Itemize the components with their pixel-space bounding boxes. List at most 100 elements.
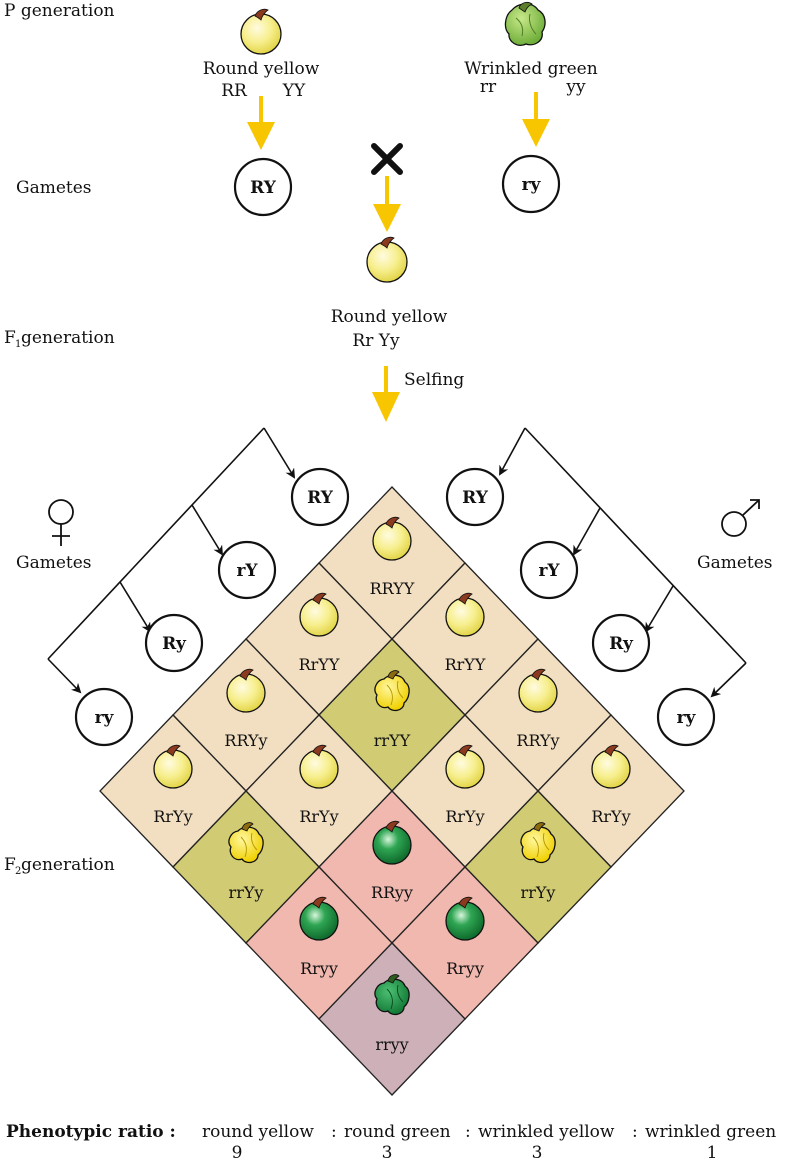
svg-text:ry: ry bbox=[95, 708, 115, 728]
punnett-cell-genotype: Rryy bbox=[300, 959, 338, 978]
svg-text:F: F bbox=[4, 328, 16, 348]
female-gamete-1: rY bbox=[217, 540, 277, 600]
svg-text:RY: RY bbox=[250, 178, 277, 198]
p-gamete-ry-dominant: RY bbox=[233, 157, 293, 217]
female-gametes-label: Gametes bbox=[16, 553, 92, 573]
male-symbol-icon bbox=[721, 499, 760, 537]
female-gamete-3: ry bbox=[74, 687, 134, 747]
punnett-cell-genotype: RRYY bbox=[370, 579, 415, 598]
female-gamete-0: RY bbox=[290, 467, 350, 527]
f1-generation-label: F 1 generation bbox=[4, 328, 115, 350]
arrow-right-parent-to-gamete bbox=[522, 92, 550, 147]
male-gamete-3: ry bbox=[656, 687, 716, 747]
parent-left-genotype-r: RR bbox=[221, 81, 248, 101]
round-yellow-seed-icon bbox=[299, 592, 339, 637]
ratio-wrinkled-green: wrinkled green bbox=[645, 1122, 776, 1142]
round-yellow-seed-icon bbox=[372, 516, 412, 561]
round-yellow-seed-icon bbox=[518, 668, 558, 713]
svg-text:Ry: Ry bbox=[162, 634, 187, 654]
svg-text:rY: rY bbox=[236, 561, 258, 581]
svg-text:Ry: Ry bbox=[609, 634, 634, 654]
svg-text:1: 1 bbox=[15, 339, 21, 350]
arrow-selfing bbox=[372, 366, 400, 422]
parent-left-phenotype: Round yellow bbox=[203, 59, 320, 79]
wrinkled-green-seed-icon bbox=[374, 974, 410, 1016]
parent-round-yellow-seed-icon bbox=[240, 8, 282, 55]
punnett-cell-genotype: RrYY bbox=[299, 655, 340, 674]
wrinkled-yellow-seed-icon bbox=[228, 822, 264, 864]
f1-genotype: Rr Yy bbox=[352, 331, 400, 351]
p-generation-label: P generation bbox=[4, 1, 115, 21]
ratio-sep-2: : bbox=[465, 1122, 471, 1142]
gamete-branches: RY rY Ry ry RY rY Ry ry bbox=[47, 427, 747, 747]
svg-text:RY: RY bbox=[307, 488, 334, 508]
wrinkled-yellow-seed-icon bbox=[374, 670, 410, 712]
punnett-cell-genotype: RRYy bbox=[224, 731, 267, 750]
parent-wrinkled-green-seed-icon bbox=[504, 1, 546, 46]
male-gametes-label: Gametes bbox=[697, 553, 773, 573]
gametes-label: Gametes bbox=[16, 178, 92, 198]
parent-left-genotype-y: YY bbox=[282, 81, 306, 101]
p-gamete-ry-recessive: ry bbox=[501, 154, 561, 214]
punnett-cell: rryy bbox=[318, 942, 466, 1096]
svg-text:RY: RY bbox=[462, 488, 489, 508]
male-gamete-0: RY bbox=[445, 467, 505, 527]
round-green-seed-icon bbox=[299, 896, 339, 941]
punnett-cell-genotype: RrYy bbox=[591, 807, 630, 826]
f2-generation-label: F 2 generation bbox=[4, 855, 115, 877]
svg-text:generation: generation bbox=[21, 328, 115, 348]
phenotypic-ratio-heading: Phenotypic ratio : bbox=[6, 1122, 176, 1142]
parent-right-phenotype: Wrinkled green bbox=[464, 59, 597, 79]
svg-text:generation: generation bbox=[21, 855, 115, 875]
round-yellow-seed-icon bbox=[299, 744, 339, 789]
svg-text:rY: rY bbox=[538, 561, 560, 581]
ratio-sep-1: : bbox=[331, 1122, 337, 1142]
punnett-cell-genotype: rrYY bbox=[374, 731, 411, 750]
wrinkled-yellow-seed-icon bbox=[520, 822, 556, 864]
arrow-cross-to-f1 bbox=[373, 176, 401, 232]
ratio-count-wrinkled-green: 1 bbox=[707, 1143, 718, 1161]
selfing-label: Selfing bbox=[404, 370, 464, 390]
cross-x-icon bbox=[371, 143, 403, 175]
punnett-cell-genotype: RrYy bbox=[445, 807, 484, 826]
round-yellow-seed-icon bbox=[591, 744, 631, 789]
ratio-count-round-yellow: 9 bbox=[232, 1143, 243, 1161]
female-gamete-2: Ry bbox=[144, 613, 204, 673]
parent-right-genotype-y: yy bbox=[565, 77, 586, 97]
round-green-seed-icon bbox=[372, 820, 412, 865]
female-gamete-branch bbox=[47, 427, 296, 694]
punnett-cell-genotype: RrYy bbox=[153, 807, 192, 826]
ratio-count-round-green: 3 bbox=[382, 1143, 393, 1161]
male-gamete-2: Ry bbox=[591, 613, 651, 673]
round-yellow-seed-icon bbox=[445, 744, 485, 789]
svg-text:ry: ry bbox=[677, 708, 697, 728]
punnett-cell-genotype: RrYy bbox=[299, 807, 338, 826]
punnett-cell-genotype: RRyy bbox=[371, 883, 413, 902]
round-yellow-seed-icon bbox=[226, 668, 266, 713]
ratio-wrinkled-yellow: wrinkled yellow bbox=[478, 1122, 615, 1142]
round-yellow-seed-icon bbox=[445, 592, 485, 637]
ratio-count-wrinkled-yellow: 3 bbox=[532, 1143, 543, 1161]
punnett-cell-genotype: RrYY bbox=[445, 655, 486, 674]
round-green-seed-icon bbox=[445, 896, 485, 941]
svg-text:F: F bbox=[4, 855, 16, 875]
ratio-round-yellow: round yellow bbox=[202, 1122, 314, 1142]
punnett-cell-bg bbox=[318, 942, 466, 1096]
punnett-cell-genotype: rrYy bbox=[521, 883, 556, 902]
punnett-cell-genotype: RRYy bbox=[516, 731, 559, 750]
female-symbol-icon bbox=[48, 499, 74, 546]
round-yellow-seed-icon bbox=[153, 744, 193, 789]
punnett-cell-genotype: rrYy bbox=[229, 883, 264, 902]
f1-round-yellow-seed-icon bbox=[366, 236, 408, 283]
f1-phenotype: Round yellow bbox=[331, 307, 448, 327]
ratio-sep-3: : bbox=[632, 1122, 638, 1142]
ratio-round-green: round green bbox=[344, 1122, 451, 1142]
male-gamete-1: rY bbox=[519, 540, 579, 600]
arrow-left-parent-to-gamete bbox=[247, 96, 275, 150]
svg-text:ry: ry bbox=[522, 175, 542, 195]
punnett-cell-genotype: rryy bbox=[375, 1035, 408, 1054]
male-gamete-branch bbox=[499, 427, 747, 698]
svg-text:2: 2 bbox=[15, 866, 21, 877]
